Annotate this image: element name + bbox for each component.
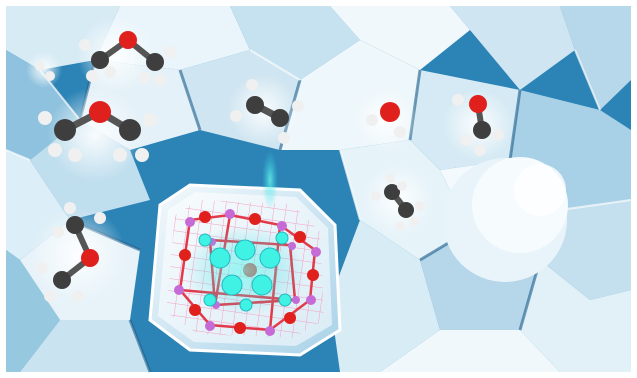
molecule-hydrocarbon-intermediate bbox=[26, 52, 62, 88]
spherical-particle bbox=[443, 157, 568, 282]
molecule-dimethyl-ether-2 bbox=[38, 87, 157, 183]
molecule-water bbox=[354, 88, 418, 152]
molecule-dimethyl-ether-1 bbox=[77, 17, 176, 93]
cyan-intermediate bbox=[185, 150, 305, 315]
molecule-ethylene bbox=[227, 74, 304, 146]
molecule-ethane bbox=[362, 164, 434, 236]
molecule-methanol bbox=[442, 89, 514, 161]
molecule-dimethyl-ether-3 bbox=[30, 202, 126, 303]
